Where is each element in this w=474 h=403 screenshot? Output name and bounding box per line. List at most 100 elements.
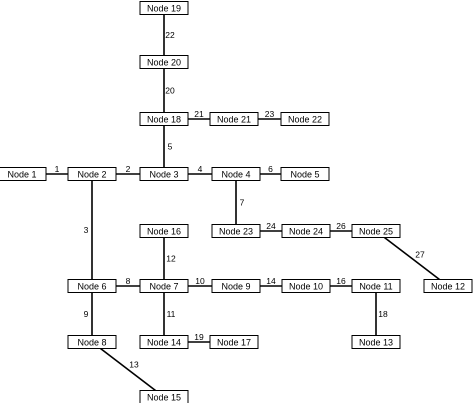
edge-line bbox=[375, 230, 449, 287]
node-22: Node 22 bbox=[280, 112, 330, 126]
node-23: Node 23 bbox=[211, 224, 261, 238]
edge-3: 3 bbox=[84, 174, 93, 286]
node-box bbox=[423, 279, 473, 293]
edge-label: 21 bbox=[194, 109, 204, 119]
node-box bbox=[67, 279, 117, 293]
node-17: Node 17 bbox=[209, 335, 259, 349]
edge-18: 18 bbox=[375, 286, 388, 342]
edge-label: 4 bbox=[198, 164, 203, 174]
node-14: Node 14 bbox=[139, 335, 189, 349]
edge-label: 10 bbox=[195, 276, 205, 286]
edge-9: 9 bbox=[84, 286, 93, 342]
node-label: Node 3 bbox=[149, 170, 178, 180]
node-21: Node 21 bbox=[209, 112, 259, 126]
node-label: Node 19 bbox=[147, 4, 181, 14]
node-label: Node 5 bbox=[290, 170, 319, 180]
edge-label: 9 bbox=[84, 309, 89, 319]
node-box bbox=[280, 167, 330, 181]
edge-13: 13 bbox=[91, 341, 165, 398]
edge-label: 16 bbox=[336, 276, 346, 286]
node-label: Node 13 bbox=[359, 338, 393, 348]
node-box bbox=[351, 224, 401, 238]
node-10: Node 10 bbox=[281, 279, 331, 293]
edge-11: 11 bbox=[163, 286, 176, 342]
edge-22: 22 bbox=[163, 8, 175, 62]
node-8: Node 8 bbox=[67, 335, 117, 349]
edge-20: 20 bbox=[163, 62, 175, 119]
edge-label: 5 bbox=[168, 142, 173, 152]
node-box bbox=[139, 390, 189, 403]
node-12: Node 12 bbox=[423, 279, 473, 293]
node-box bbox=[211, 224, 261, 238]
edge-label: 7 bbox=[240, 198, 245, 208]
edge-label: 11 bbox=[167, 309, 176, 319]
edge-label: 24 bbox=[266, 221, 276, 231]
node-label: Node 25 bbox=[359, 227, 393, 237]
node-box bbox=[211, 279, 261, 293]
node-24: Node 24 bbox=[281, 224, 331, 238]
edge-label: 26 bbox=[336, 221, 346, 231]
edge-label: 27 bbox=[415, 250, 425, 260]
node-box bbox=[209, 112, 259, 126]
node-box bbox=[139, 279, 189, 293]
node-box bbox=[281, 279, 331, 293]
node-label: Node 8 bbox=[77, 338, 106, 348]
node-box bbox=[280, 112, 330, 126]
node-18: Node 18 bbox=[139, 112, 189, 126]
edge-label: 2 bbox=[126, 164, 131, 174]
node-11: Node 11 bbox=[351, 279, 401, 293]
node-20: Node 20 bbox=[139, 55, 189, 69]
edge-27: 27 bbox=[375, 230, 449, 287]
node-label: Node 23 bbox=[219, 227, 253, 237]
node-label: Node 7 bbox=[149, 282, 178, 292]
node-box bbox=[211, 167, 261, 181]
node-13: Node 13 bbox=[351, 335, 401, 349]
node-label: Node 22 bbox=[288, 115, 322, 125]
node-4: Node 4 bbox=[211, 167, 261, 181]
node-box bbox=[139, 224, 189, 238]
node-box bbox=[67, 335, 117, 349]
edge-12: 12 bbox=[163, 231, 176, 286]
node-box bbox=[139, 112, 189, 126]
edge-label: 20 bbox=[165, 86, 175, 96]
node-6: Node 6 bbox=[67, 279, 117, 293]
node-2: Node 2 bbox=[67, 167, 117, 181]
node-25: Node 25 bbox=[351, 224, 401, 238]
edge-label: 6 bbox=[268, 164, 273, 174]
node-15: Node 15 bbox=[139, 390, 189, 403]
node-19: Node 19 bbox=[139, 1, 189, 15]
node-label: Node 2 bbox=[77, 170, 106, 180]
node-box bbox=[139, 1, 189, 15]
edge-label: 23 bbox=[265, 109, 275, 119]
node-label: Node 18 bbox=[147, 115, 181, 125]
node-label: Node 17 bbox=[217, 338, 251, 348]
node-1: Node 1 bbox=[0, 167, 47, 181]
edge-5: 5 bbox=[163, 119, 173, 174]
node-label: Node 14 bbox=[147, 338, 181, 348]
edge-label: 13 bbox=[129, 360, 139, 370]
node-box bbox=[67, 167, 117, 181]
node-5: Node 5 bbox=[280, 167, 330, 181]
edge-label: 3 bbox=[84, 225, 89, 235]
node-7: Node 7 bbox=[139, 279, 189, 293]
node-box bbox=[139, 55, 189, 69]
node-label: Node 16 bbox=[147, 227, 181, 237]
node-label: Node 10 bbox=[289, 282, 323, 292]
node-label: Node 24 bbox=[289, 227, 323, 237]
edge-label: 1 bbox=[55, 164, 60, 174]
node-label: Node 11 bbox=[359, 282, 392, 292]
edge-line bbox=[91, 341, 165, 398]
node-label: Node 20 bbox=[147, 58, 181, 68]
node-box bbox=[139, 335, 189, 349]
edge-label: 22 bbox=[165, 30, 175, 40]
node-label: Node 4 bbox=[221, 170, 250, 180]
node-label: Node 12 bbox=[431, 282, 465, 292]
edge-label: 12 bbox=[166, 254, 176, 264]
node-box bbox=[0, 167, 47, 181]
node-9: Node 9 bbox=[211, 279, 261, 293]
node-box bbox=[281, 224, 331, 238]
node-label: Node 1 bbox=[7, 170, 36, 180]
edge-label: 19 bbox=[194, 332, 204, 342]
